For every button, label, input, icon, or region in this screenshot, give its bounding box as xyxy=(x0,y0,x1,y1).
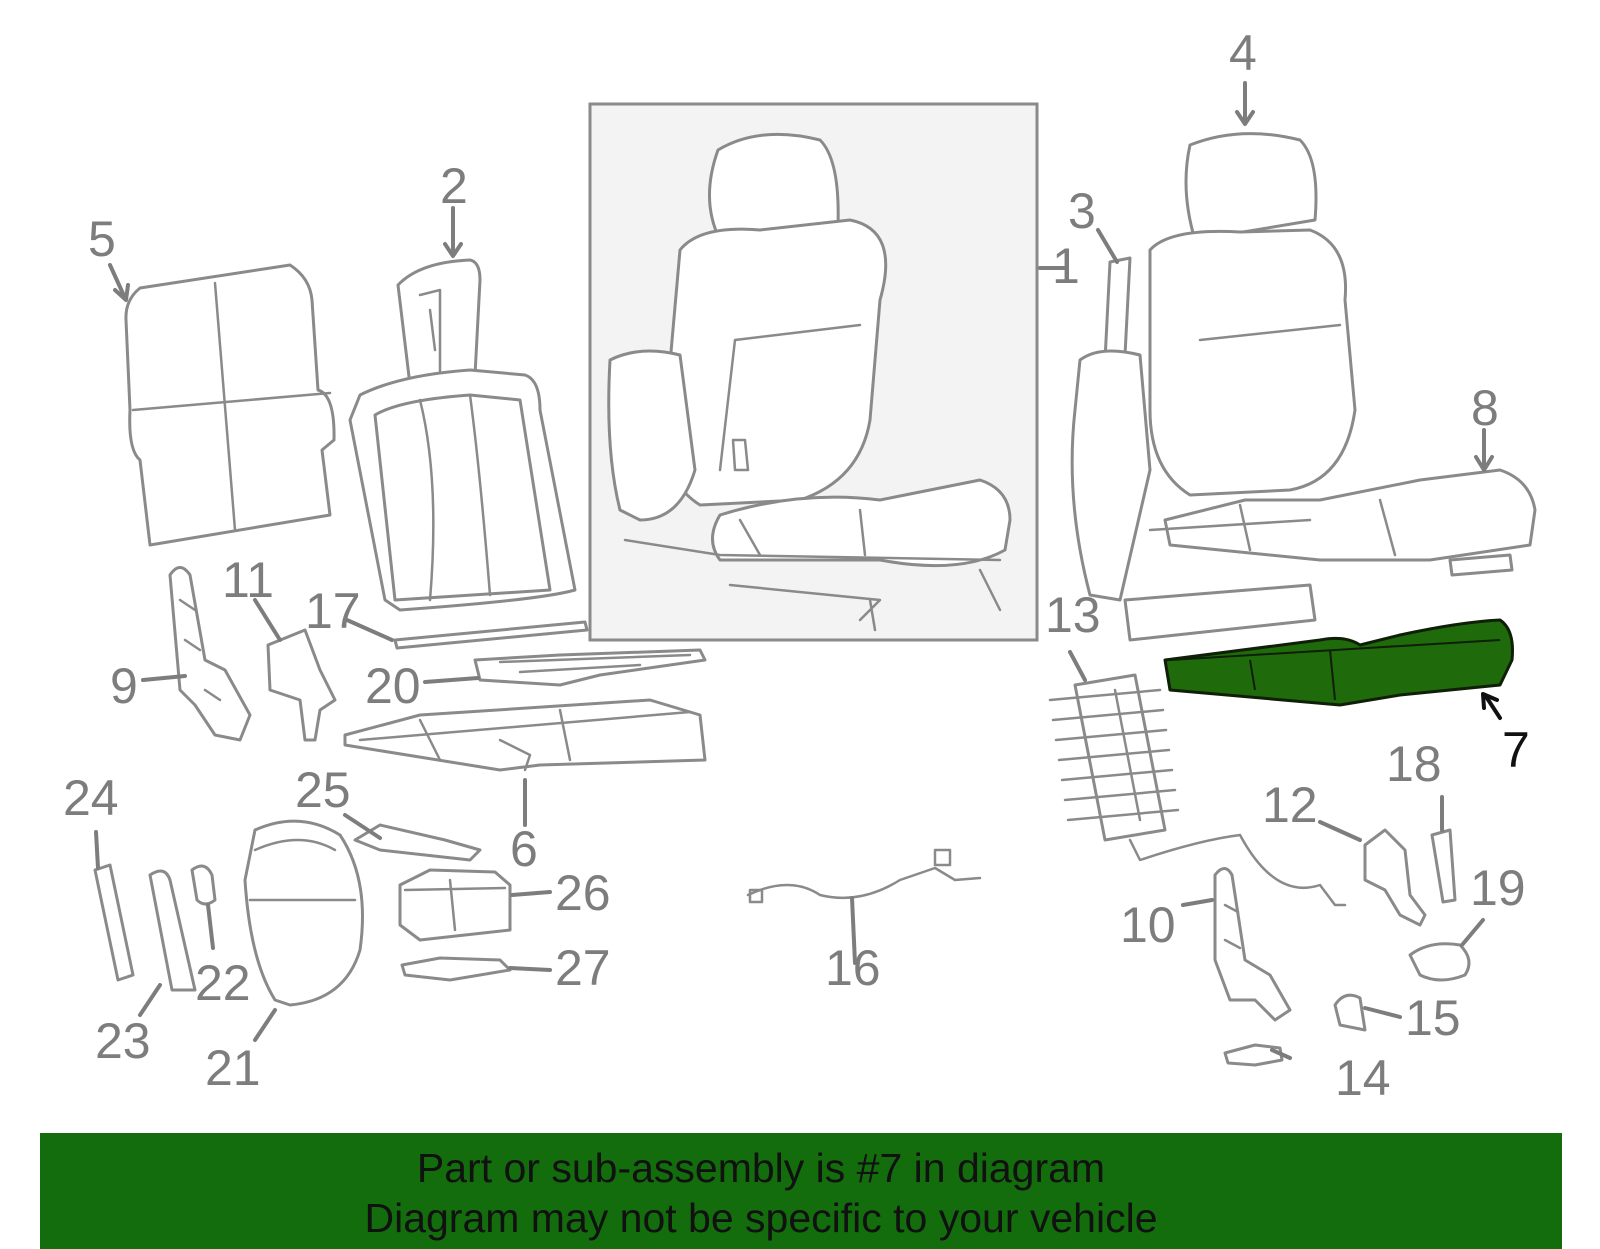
callout-18: 18 xyxy=(1386,736,1442,792)
callout-23: 23 xyxy=(95,1013,151,1069)
callout-25: 25 xyxy=(295,762,351,818)
part-21-side-shield xyxy=(243,819,364,1007)
part-16-wire-harness xyxy=(746,848,982,904)
part-19-handle xyxy=(1408,942,1471,982)
callout-20: 20 xyxy=(365,658,421,714)
callout-10: 10 xyxy=(1120,897,1176,953)
callout-21: 21 xyxy=(205,1040,261,1096)
callout-13: 13 xyxy=(1045,587,1101,643)
banner-line-disclaimer: Diagram may not be specific to your vehi… xyxy=(364,1195,1158,1241)
callout-11: 11 xyxy=(222,552,274,608)
part-9-recliner xyxy=(168,566,252,742)
callout-3: 3 xyxy=(1068,183,1096,239)
part-20-cushion-pan xyxy=(473,648,707,687)
part-10-recliner xyxy=(1213,867,1292,1022)
part-12-bracket xyxy=(1363,828,1427,927)
callout-16: 16 xyxy=(825,940,881,996)
part-13-spring-mat xyxy=(1048,673,1180,842)
part-22-knob xyxy=(190,864,217,906)
leader-lines xyxy=(94,81,1502,1060)
callout-19: 19 xyxy=(1470,860,1526,916)
part-5-seatback-cover xyxy=(124,263,336,547)
part-26-cover xyxy=(398,868,512,942)
part-6-seat-adjuster xyxy=(343,698,707,772)
part-18-trim xyxy=(1430,828,1457,904)
inset-seat-assembly xyxy=(588,102,1039,642)
callout-14: 14 xyxy=(1335,1050,1391,1106)
part-15-knob xyxy=(1333,993,1367,1032)
callout-9: 9 xyxy=(110,658,138,714)
part-17-rod xyxy=(393,620,589,650)
part-27-trim xyxy=(400,956,512,982)
callout-8: 8 xyxy=(1471,380,1499,436)
part-11-bracket xyxy=(266,628,337,742)
callout-4: 4 xyxy=(1229,25,1257,81)
part-23-trim xyxy=(148,869,197,992)
banner-line-part-number: Part or sub-assembly is #7 in diagram xyxy=(416,1145,1106,1191)
callout-24: 24 xyxy=(63,770,119,826)
wire-routing xyxy=(1128,833,1347,907)
part-7-seat-cushion-pad xyxy=(1163,618,1514,707)
callout-5: 5 xyxy=(88,211,116,267)
callout-22: 22 xyxy=(195,955,251,1011)
callout-7: 7 xyxy=(1502,722,1530,778)
part-2-seatback-frame xyxy=(348,258,577,612)
part-25-handle xyxy=(353,823,482,862)
info-banner: Part or sub-assembly is #7 in diagram Di… xyxy=(40,1133,1562,1249)
callout-15: 15 xyxy=(1405,990,1461,1046)
callout-17: 17 xyxy=(305,583,361,639)
part-24-trim xyxy=(93,863,135,982)
part-14-pin xyxy=(1223,1043,1284,1067)
callout-27: 27 xyxy=(555,940,611,996)
right-seat-assembly xyxy=(1070,132,1537,642)
callout-2: 2 xyxy=(440,158,468,214)
callout-26: 26 xyxy=(555,865,611,921)
callout-12: 12 xyxy=(1262,777,1318,833)
callouts: 4 2 5 3 1 8 7 9 11 17 20 13 6 24 25 18 1… xyxy=(63,25,1530,1106)
callout-1: 1 xyxy=(1052,238,1080,294)
callout-6: 6 xyxy=(510,821,538,877)
